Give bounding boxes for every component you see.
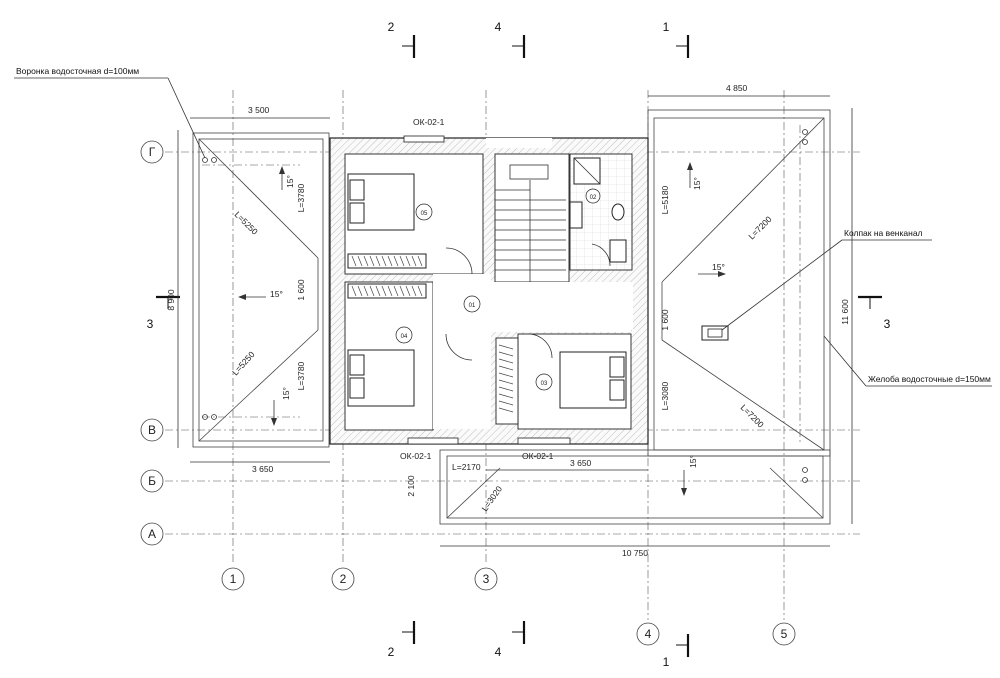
svg-text:Г: Г [149,145,156,159]
svg-text:2: 2 [388,645,395,659]
svg-text:15°: 15° [692,177,702,190]
section-mark-1-bottom: 1 [663,634,690,669]
room-tags: 05 01 04 03 02 [395,188,601,391]
slope-labels: 15° 15° 15° 15° 15° 15° [270,175,725,468]
section-mark-4-top: 4 [495,20,526,58]
section-mark-2-bottom: 2 [388,621,416,659]
wardrobes [347,253,514,413]
gutters-note: Желоба водосточные d=150мм [868,374,991,384]
svg-text:1: 1 [663,20,670,34]
section-mark-3-left: 3 [147,295,180,331]
svg-text:L=2170: L=2170 [452,462,481,472]
svg-text:1: 1 [230,572,237,586]
svg-text:3: 3 [483,572,490,586]
svg-text:L=5250: L=5250 [230,349,257,377]
svg-text:3: 3 [147,317,154,331]
svg-text:4 850: 4 850 [726,83,748,93]
svg-text:L=3080: L=3080 [660,381,670,410]
axis-col-4: 4 [636,622,660,646]
svg-text:3: 3 [884,317,891,331]
svg-text:3 650: 3 650 [570,458,592,468]
svg-text:11 600: 11 600 [840,299,850,325]
svg-text:02: 02 [590,195,597,201]
section-mark-2-top: 2 [388,20,416,58]
svg-text:01: 01 [469,303,476,309]
svg-text:15°: 15° [281,387,291,400]
section-mark-4-bottom: 4 [495,621,526,659]
room-05: 05 [415,203,433,221]
dimensions: 3 500 3 650 8 900 1 600 4 850 11 600 1 6… [166,83,853,558]
row-axes: Г В Б А [140,140,164,546]
svg-text:15°: 15° [270,289,283,299]
window-label-bottom-left: ОК-02-1 [400,451,432,461]
svg-text:05: 05 [421,211,428,217]
window-label-bottom-right: ОК-02-1 [522,451,554,461]
section-mark-3-right: 3 [858,295,891,331]
svg-text:L=5180: L=5180 [660,185,670,214]
svg-text:1 600: 1 600 [296,279,306,301]
axis-row-b: Б [140,469,164,493]
svg-text:03: 03 [541,381,548,387]
svg-text:4: 4 [495,645,502,659]
svg-text:L=3020: L=3020 [479,484,504,513]
axis-col-5: 5 [772,622,796,646]
bottom-roof [439,449,831,525]
col-axes: 1 2 3 4 5 [221,567,796,646]
svg-text:L=7200: L=7200 [746,214,773,241]
right-roof [647,109,831,496]
bed-04 [347,349,415,407]
axis-col-1: 1 [221,567,245,591]
svg-text:2: 2 [340,572,347,586]
svg-text:15°: 15° [285,175,295,188]
svg-text:L=3780: L=3780 [296,183,306,212]
svg-text:1: 1 [663,655,670,669]
window-label-top: ОК-02-1 [413,117,445,127]
axis-row-a: А [140,522,164,546]
room-01: 01 [463,295,481,313]
svg-text:3 500: 3 500 [248,105,270,115]
svg-text:4: 4 [495,20,502,34]
svg-text:4: 4 [645,627,652,641]
room-04: 04 [395,326,413,344]
svg-text:15°: 15° [688,455,698,468]
axis-col-2: 2 [331,567,355,591]
svg-text:10 750: 10 750 [622,548,648,558]
svg-text:8 900: 8 900 [166,289,176,311]
axis-row-v: В [140,418,164,442]
svg-text:2 100: 2 100 [406,475,416,497]
staircase [495,164,566,282]
annotations: Воронка водосточная d=100мм Колпак на ве… [14,66,992,387]
svg-text:L=7200: L=7200 [739,402,766,429]
room-03: 03 [535,373,553,391]
house-plan [329,135,649,445]
svg-text:5: 5 [781,627,788,641]
axis-col-3: 3 [474,567,498,591]
svg-text:2: 2 [388,20,395,34]
svg-text:3 650: 3 650 [252,464,274,474]
section-mark-1-top: 1 [663,20,690,58]
svg-text:Б: Б [148,474,156,488]
vent-cap-note: Колпак на венканал [844,228,923,238]
bed-05 [347,173,415,231]
room-02: 02 [585,188,601,204]
svg-text:В: В [148,423,156,437]
grid-lines [165,90,860,620]
svg-text:L=3780: L=3780 [296,361,306,390]
svg-text:L=5250: L=5250 [233,209,260,236]
svg-text:А: А [148,527,156,541]
bed-03 [559,351,627,409]
axis-row-g: Г [140,140,164,164]
left-roof [192,132,330,448]
funnel-note: Воронка водосточная d=100мм [16,66,139,76]
svg-text:15°: 15° [712,262,725,272]
svg-text:04: 04 [401,334,408,340]
section-marks: 2 4 1 2 4 1 3 3 [147,20,891,669]
svg-text:1 600: 1 600 [660,309,670,331]
